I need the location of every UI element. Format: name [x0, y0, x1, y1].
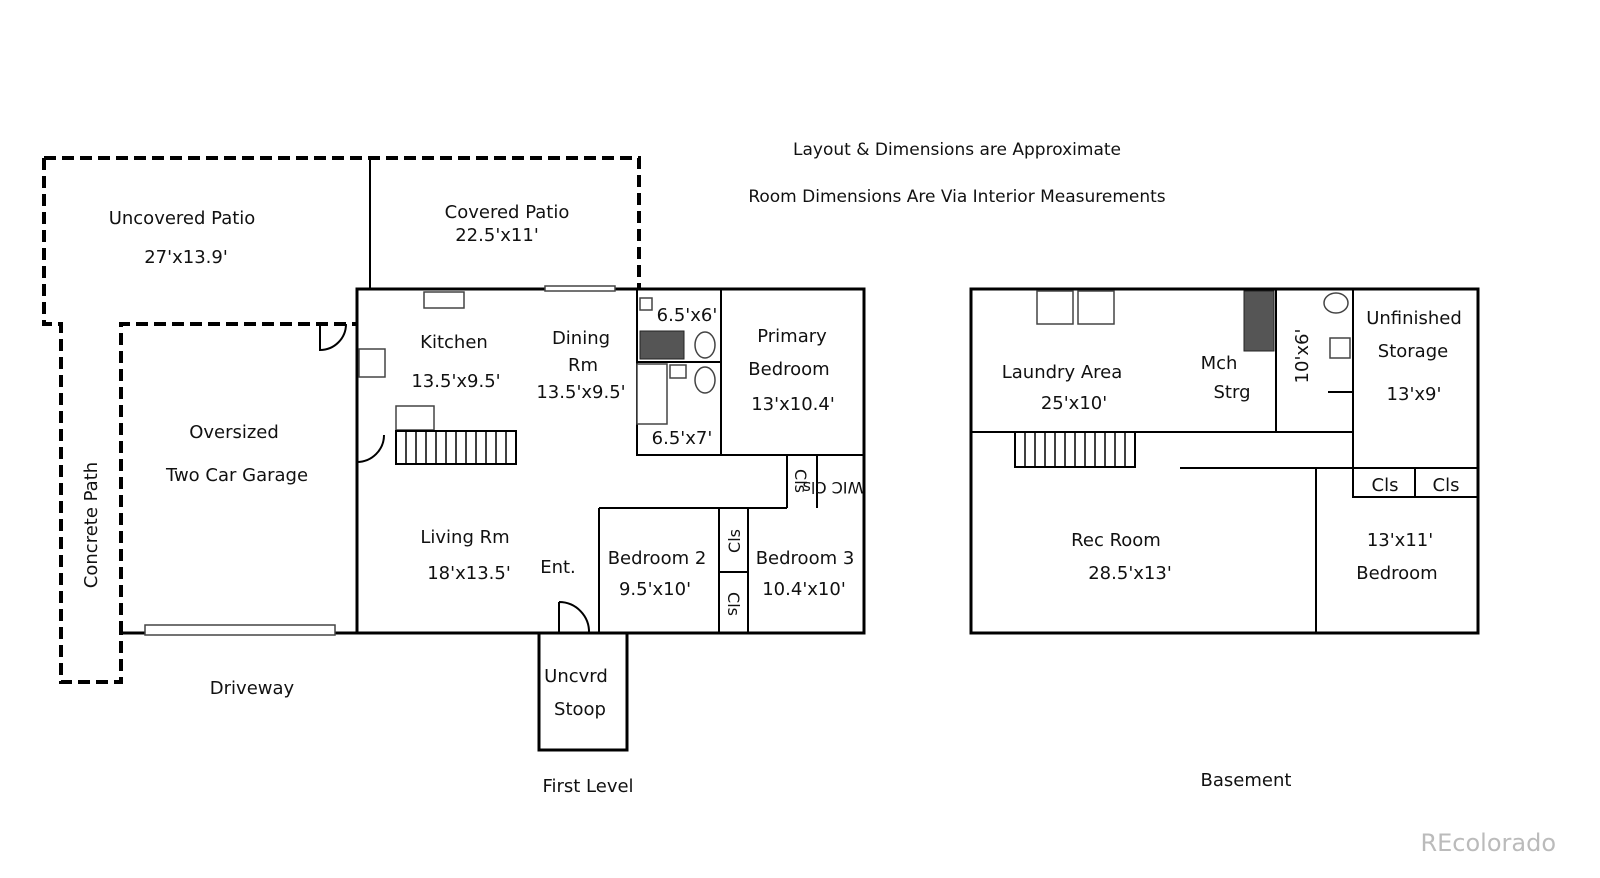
uncovered-patio-dims: 27'x13.9': [144, 247, 228, 268]
living-room-label: Living Rm: [420, 527, 509, 548]
kitchen-label: Kitchen: [420, 332, 488, 353]
bedroom3-closet-label: Cls: [724, 592, 743, 616]
primary-bedroom-label-2: Bedroom: [748, 359, 829, 380]
driveway-label: Driveway: [210, 678, 295, 699]
primary-bedroom-label-1: Primary: [757, 326, 827, 347]
storage-dims: 13'x9': [1387, 384, 1442, 405]
basement-bedroom-dims: 13'x11': [1367, 530, 1433, 551]
basement-title: Basement: [1201, 770, 1292, 791]
kitchen-stairs: [395, 430, 517, 465]
garage-label-1: Oversized: [189, 422, 279, 443]
basement-closet-2: Cls: [1433, 475, 1460, 496]
basement-stairs: [1014, 431, 1136, 468]
garage-label-2: Two Car Garage: [165, 465, 308, 486]
primary-bedroom-dims: 13'x10.4': [751, 394, 835, 415]
laundry-label: Laundry Area: [1002, 362, 1123, 383]
storage-label-1: Unfinished: [1366, 308, 1462, 329]
mech-label-1: Mch: [1201, 353, 1238, 374]
basement-plan: Laundry Area 25'x10' Mch Strg 10'x6' Unf…: [969, 287, 1480, 791]
wic-label: WIC Cls: [803, 478, 864, 497]
basement-bath-dims: 10'x6': [1292, 329, 1313, 384]
covered-patio-dims: 22.5'x11': [455, 225, 539, 246]
bedroom2-label: Bedroom 2: [608, 548, 707, 569]
mech-label-2: Strg: [1214, 382, 1251, 403]
bath2-dims: 6.5'x7': [652, 428, 713, 449]
bedroom3-label: Bedroom 3: [756, 548, 855, 569]
first-level-plan: Uncovered Patio 27'x13.9' Covered Patio …: [42, 156, 866, 797]
basement-closet-1: Cls: [1372, 475, 1399, 496]
laundry-dims: 25'x10': [1041, 393, 1107, 414]
basement-bedroom-label: Bedroom: [1356, 563, 1437, 584]
rec-room-dims: 28.5'x13': [1088, 563, 1172, 584]
dining-label-1: Dining: [552, 328, 610, 349]
bedroom3-dims: 10.4'x10': [762, 579, 846, 600]
kitchen-dims: 13.5'x9.5': [411, 371, 500, 392]
stoop-label-2: Stoop: [554, 699, 606, 720]
uncovered-patio-label: Uncovered Patio: [109, 208, 256, 229]
covered-patio-label: Covered Patio: [445, 202, 570, 223]
bedroom2-dims: 9.5'x10': [619, 579, 691, 600]
entry-label: Ent.: [540, 557, 576, 578]
closet-label: Cls: [791, 469, 810, 493]
bedroom2-closet-label: Cls: [725, 529, 744, 553]
living-room-dims: 18'x13.5': [427, 563, 511, 584]
dining-dims: 13.5'x9.5': [536, 382, 625, 403]
note-approximate: Layout & Dimensions are Approximate: [793, 140, 1121, 160]
stoop-label-1: Uncvrd: [544, 666, 608, 687]
storage-label-2: Storage: [1378, 341, 1448, 362]
note-interior: Room Dimensions Are Via Interior Measure…: [748, 187, 1165, 207]
dining-label-2: Rm: [568, 355, 598, 376]
concrete-path-label: Concrete Path: [81, 462, 102, 588]
bath1-dims: 6.5'x6': [657, 305, 718, 326]
rec-room-label: Rec Room: [1071, 530, 1161, 551]
first-level-title: First Level: [542, 776, 633, 797]
watermark-logo: REcolorado: [1420, 829, 1556, 857]
